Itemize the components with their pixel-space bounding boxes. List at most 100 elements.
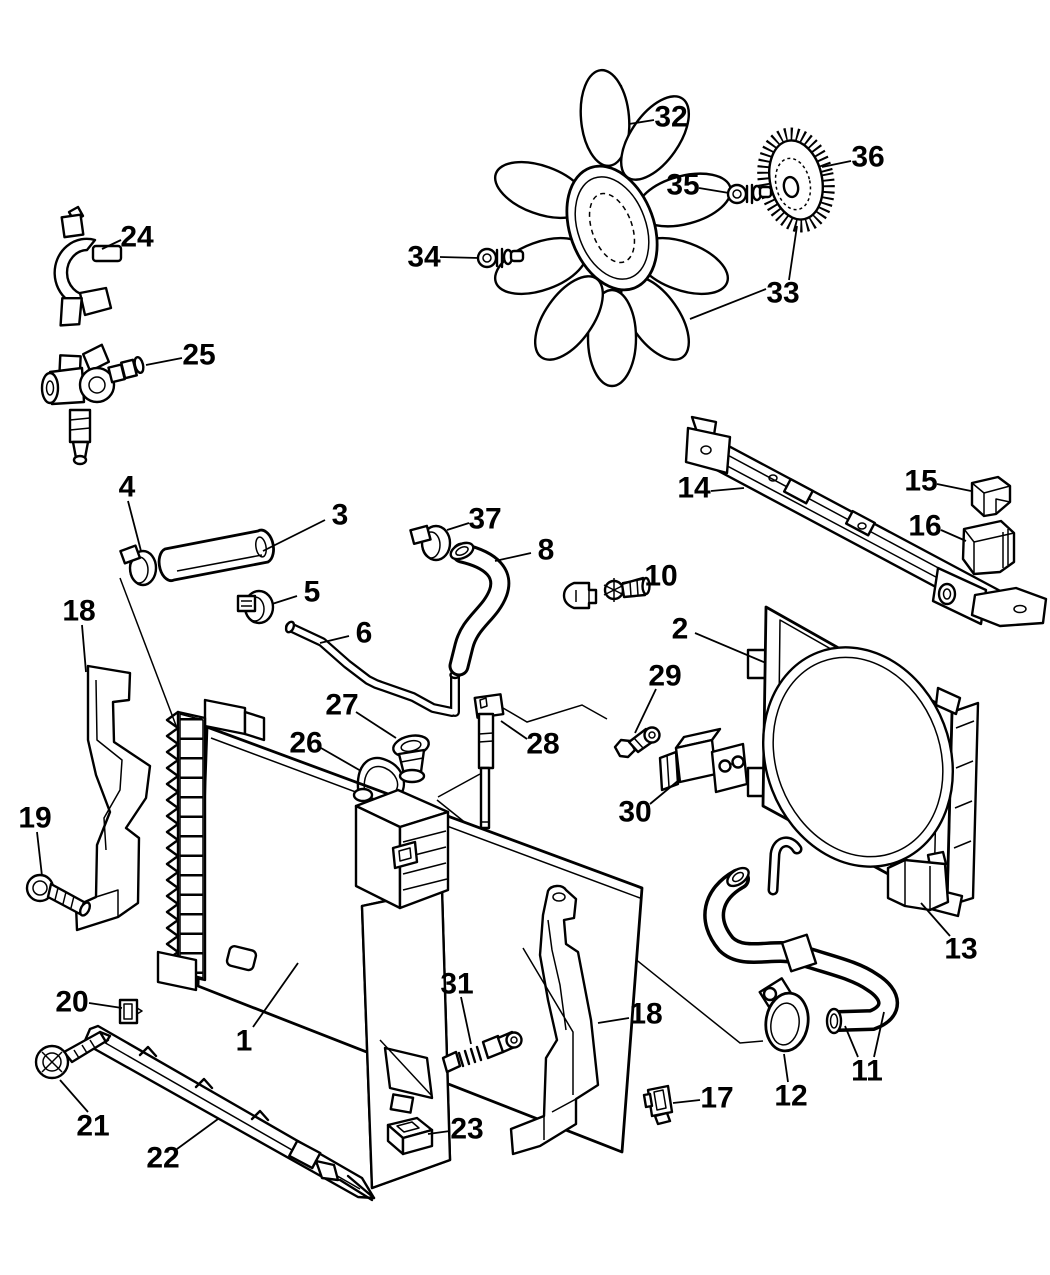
callout-26-label: 26 xyxy=(289,727,322,760)
callout-2-leader-1 xyxy=(694,632,767,664)
callout-5-label: 5 xyxy=(304,576,321,609)
bolt-35-drawing xyxy=(726,183,773,205)
callout-34-leader-1 xyxy=(439,256,480,259)
callout-11-leader-1 xyxy=(844,1025,859,1058)
callout-28-label: 28 xyxy=(526,728,559,761)
radiator-support-14-drawing xyxy=(684,415,1048,628)
callout-20-label: 20 xyxy=(55,986,88,1019)
callout-27-label: 27 xyxy=(325,689,358,722)
callout-30-label: 30 xyxy=(618,796,651,829)
screw-29-drawing xyxy=(613,726,661,759)
bracket-15-drawing xyxy=(970,475,1012,518)
callout-27-leader-1 xyxy=(355,711,397,739)
callout-19-label: 19 xyxy=(18,802,51,835)
callout-21-label: 21 xyxy=(76,1110,109,1143)
callout-2-label: 2 xyxy=(672,613,689,646)
hose-clamp-12-drawing xyxy=(758,977,810,1053)
callout-18-left-label: 18 xyxy=(62,595,95,628)
callout-6-leader-1 xyxy=(319,635,350,644)
callout-15-leader-1 xyxy=(936,483,972,492)
callout-34-label: 34 xyxy=(407,241,441,274)
callout-18-right-leader-1 xyxy=(597,1017,630,1024)
callout-37-label: 37 xyxy=(468,503,501,536)
callout-33-label: 33 xyxy=(766,277,799,310)
callout-36-leader-1 xyxy=(821,160,852,168)
callout-31-label: 31 xyxy=(440,968,473,1001)
screw-21-drawing xyxy=(34,1030,112,1080)
callout-10-label: 10 xyxy=(644,560,677,593)
callout-31-leader-1 xyxy=(460,996,472,1045)
callout-11-label: 11 xyxy=(851,1055,883,1088)
callout-16-label: 16 xyxy=(908,510,941,543)
callout-35-leader-1 xyxy=(698,187,730,194)
callout-28-leader-1 xyxy=(500,720,528,740)
callout-22-label: 22 xyxy=(146,1142,179,1175)
hose-8-drawing xyxy=(448,541,511,677)
callout-18-left-leader-1 xyxy=(81,624,87,673)
cap-27-drawing xyxy=(392,734,430,784)
callout-8-leader-1 xyxy=(494,552,532,562)
callout-11-leader-2 xyxy=(873,1011,885,1058)
fan-blade-drawing xyxy=(493,68,732,388)
callout-32-leader-1 xyxy=(628,119,655,125)
lower-hose-11-drawing xyxy=(703,836,899,1035)
callout-17-leader-1 xyxy=(672,1099,701,1104)
callout-26-leader-1 xyxy=(320,747,362,772)
sensor-31-drawing xyxy=(441,1030,523,1074)
three-way-fitting-25-drawing xyxy=(40,343,145,466)
clip-20-drawing xyxy=(118,998,143,1025)
callout-10-leader-1 xyxy=(621,578,644,584)
callout-15-label: 15 xyxy=(904,465,937,498)
sensor-28-drawing xyxy=(473,693,505,830)
callout-30-leader-1 xyxy=(649,779,680,805)
callout-25-leader-1 xyxy=(145,357,183,366)
callout-33-leader-2 xyxy=(788,225,798,281)
assembly-line-3 xyxy=(437,773,481,798)
retainer-clip-10-drawing xyxy=(562,576,651,610)
callout-37-leader-1 xyxy=(446,522,470,531)
callout-22-leader-1 xyxy=(176,1118,219,1150)
callout-36-label: 36 xyxy=(851,141,884,174)
callout-33-leader-1 xyxy=(689,288,767,320)
mount-23-drawing xyxy=(386,1116,434,1156)
callout-21-leader-1 xyxy=(59,1079,89,1113)
bolt-19-drawing xyxy=(25,873,92,917)
callout-3-leader-1 xyxy=(262,519,326,552)
callout-1-label: 1 xyxy=(236,1025,253,1058)
callout-35-label: 35 xyxy=(666,169,699,202)
hose-clamp-37-drawing xyxy=(409,524,452,562)
pipe-6-drawing xyxy=(284,620,461,717)
lower-seal-22-drawing xyxy=(82,1024,376,1202)
callout-12-label: 12 xyxy=(774,1080,807,1113)
baffle-18-right-drawing xyxy=(509,884,600,1156)
callout-29-leader-1 xyxy=(634,688,657,734)
callout-17-label: 17 xyxy=(700,1082,733,1115)
fan-clutch-drawing xyxy=(757,127,835,233)
callout-6-label: 6 xyxy=(356,617,373,650)
leader-lines xyxy=(36,119,972,1150)
callout-12-leader-1 xyxy=(783,1053,789,1083)
callout-4-label: 4 xyxy=(119,471,136,504)
callout-14-label: 14 xyxy=(677,472,711,505)
bracket-13-drawing xyxy=(886,850,950,912)
hose-clamp-4-drawing xyxy=(119,544,158,587)
callout-13-leader-1 xyxy=(920,902,951,937)
callout-20-leader-1 xyxy=(88,1002,123,1009)
callout-24-label: 24 xyxy=(120,221,154,254)
callout-4-leader-1 xyxy=(127,500,142,552)
callout-5-leader-1 xyxy=(271,595,298,605)
clip-17-drawing xyxy=(642,1084,674,1126)
callout-24-leader-1 xyxy=(101,239,122,250)
coolant-tank-26-drawing xyxy=(352,756,452,1190)
callout-3-label: 3 xyxy=(332,499,349,532)
callout-14-leader-1 xyxy=(710,487,745,492)
callout-16-leader-1 xyxy=(940,529,967,542)
assembly-line-5 xyxy=(502,704,608,723)
clamp-bracket-24-drawing xyxy=(53,205,123,327)
hose-3-drawing xyxy=(157,528,275,582)
callout-19-leader-1 xyxy=(36,831,43,877)
callout-23-label: 23 xyxy=(450,1113,483,1146)
